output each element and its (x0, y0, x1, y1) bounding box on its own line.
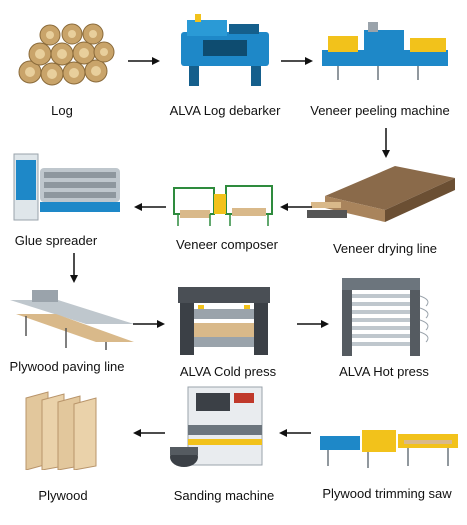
arrow-right-3 (133, 320, 165, 328)
veneer-drying-line-icon (305, 158, 460, 230)
step-label-plywood: Plywood (38, 488, 88, 503)
step-label-glue-spreader: Glue spreader (14, 233, 98, 248)
arrow-left-2 (280, 203, 312, 211)
step-label-cold-press: ALVA Cold press (179, 364, 277, 379)
arrow-down-2 (70, 253, 78, 283)
cold-press-icon (174, 285, 274, 357)
step-label-plywood-paving-line: Plywood paving line (9, 359, 125, 374)
step-label-sanding-machine: Sanding machine (173, 488, 275, 503)
arrow-right-2 (281, 57, 313, 65)
step-label-trimming-saw: Plywood trimming saw (322, 486, 452, 501)
step-label-veneer-peeling-machine: Veneer peeling machine (310, 103, 450, 118)
log-pile-icon (16, 16, 116, 86)
sanding-machine-icon (168, 385, 268, 475)
plywood-paving-line-icon (6, 286, 136, 352)
step-label-log: Log (51, 103, 73, 118)
step-label-veneer-composer: Veneer composer (176, 237, 278, 252)
glue-spreader-icon (10, 148, 125, 228)
arrow-left-1 (134, 203, 166, 211)
step-label-hot-press: ALVA Hot press (339, 364, 429, 379)
veneer-peeling-machine-icon (318, 16, 453, 86)
arrow-right-4 (297, 320, 329, 328)
arrow-left-4 (279, 429, 311, 437)
hot-press-icon (338, 276, 438, 360)
step-label-log-debarker: ALVA Log debarker (169, 103, 281, 118)
trimming-saw-icon (318, 416, 463, 472)
arrow-left-3 (133, 429, 165, 437)
plywood-stack-icon (18, 388, 108, 470)
step-label-veneer-drying-line: Veneer drying line (332, 241, 438, 256)
arrow-right-1 (128, 57, 160, 65)
veneer-composer-icon (170, 180, 280, 230)
log-debarker-icon (173, 10, 277, 90)
arrow-down-1 (382, 128, 390, 158)
